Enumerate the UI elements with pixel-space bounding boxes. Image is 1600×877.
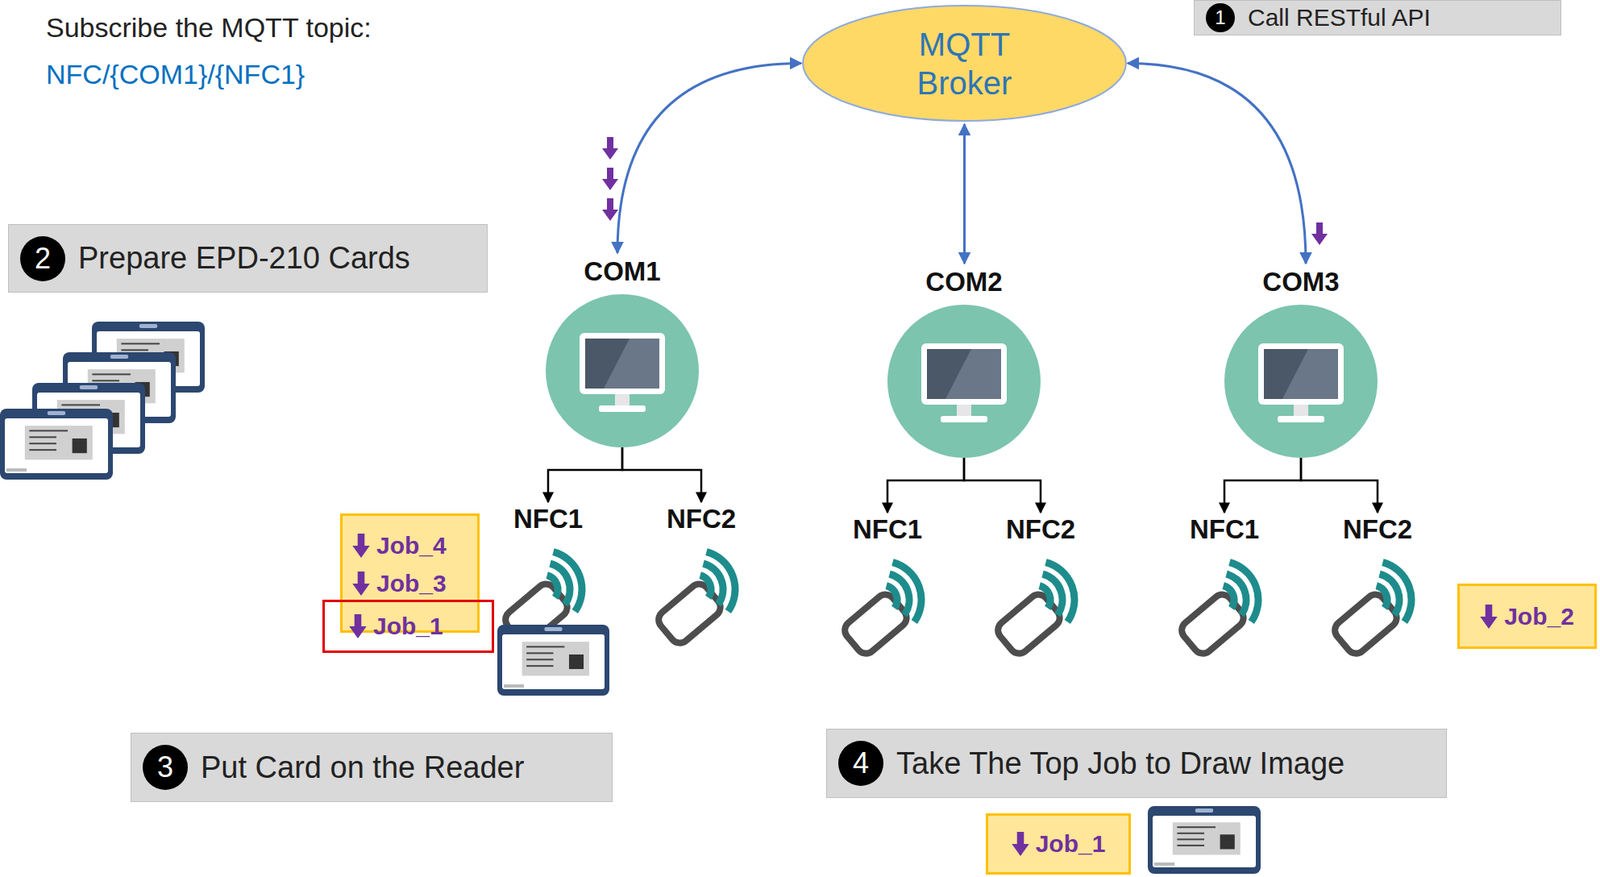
down-arrow-icon	[349, 614, 367, 639]
down-arrow-shape	[352, 533, 370, 558]
step-node: 2 Prepare EPD-210 Cards	[8, 224, 488, 293]
down-arrow-shape	[1011, 831, 1029, 857]
connector	[617, 63, 802, 254]
jobbox-node: Job_1	[985, 813, 1131, 875]
job-label: Job_2	[1504, 602, 1575, 631]
topic-note: NFC/{COM1}/{NFC1}	[45, 58, 305, 92]
nfc-reader-icon	[984, 546, 1098, 660]
reader-label: NFC2	[1342, 514, 1413, 545]
step-node: 3 Put Card on the Reader	[130, 732, 613, 803]
connector	[548, 447, 623, 503]
job-row: Job_2	[1479, 601, 1575, 632]
job-row: Job_1	[1011, 829, 1106, 860]
epd-card	[1147, 806, 1261, 874]
job-label: Job_1	[1035, 830, 1106, 858]
job-label: Job_3	[376, 569, 447, 598]
nfc-reader-icon	[1321, 546, 1434, 660]
com-node: COM3	[1212, 266, 1390, 458]
connector	[1127, 63, 1306, 265]
reader-label: NFC1	[1189, 514, 1260, 545]
ellipse-shape	[802, 5, 1127, 121]
nfc-reader-icon	[1167, 546, 1281, 660]
reader-label: NFC2	[666, 503, 736, 535]
nfc-node: NFC1	[491, 503, 605, 649]
message-arrow	[1311, 222, 1328, 246]
down-arrow-icon	[1011, 831, 1030, 857]
reader-label: NFC1	[513, 503, 583, 535]
com-node: COM1	[533, 256, 711, 448]
callout-number: 1	[1205, 3, 1235, 33]
down-arrow-shape	[1479, 604, 1497, 629]
down-arrow-icon	[1479, 604, 1498, 629]
computer-icon	[545, 294, 699, 448]
step-label: Take The Top Job to Draw Image	[896, 746, 1345, 782]
nfc-node: NFC1	[1167, 514, 1281, 660]
nfc-node: NFC2	[1321, 514, 1434, 660]
red-node: Job_1	[322, 599, 495, 653]
nfc-reader-icon	[644, 536, 758, 649]
message-arrow	[602, 198, 619, 221]
callout-number: 3	[142, 744, 188, 790]
connector	[1300, 457, 1378, 513]
step-label: Call RESTful API	[1247, 4, 1431, 32]
computer-icon	[1224, 304, 1378, 458]
connector	[887, 457, 965, 513]
step-node: 4 Take The Top Job to Draw Image	[826, 728, 1447, 798]
down-arrow-icon	[352, 571, 370, 596]
step-label: Prepare EPD-210 Cards	[78, 241, 411, 276]
jobbox-node: Job_2	[1457, 583, 1597, 649]
computer-icon	[887, 304, 1041, 458]
connector	[964, 457, 1041, 513]
down-arrow-shape	[349, 614, 366, 639]
computer-label: COM2	[925, 266, 1002, 298]
nfc-node: NFC2	[984, 514, 1098, 660]
reader-label: NFC1	[852, 514, 923, 545]
job-row: Job_3	[352, 568, 478, 599]
broker-ellipse	[801, 4, 1128, 123]
job-row: Job_1	[349, 611, 444, 642]
nfc-node: NFC2	[644, 503, 758, 649]
down-arrow-shape	[352, 571, 370, 596]
computer-label: COM1	[583, 256, 661, 287]
nfc-reader-icon	[831, 546, 944, 660]
job-label: Job_1	[373, 612, 444, 640]
computer-label: COM3	[1262, 266, 1339, 298]
nfc-reader-icon	[491, 536, 605, 649]
queue-node: Job_4Job_3Job_1	[340, 513, 480, 633]
callout-number: 2	[20, 236, 66, 282]
nfc-node: NFC1	[831, 514, 944, 660]
job-row: Job_4	[352, 530, 478, 561]
callout-number: 4	[838, 740, 884, 786]
step-label: Put Card on the Reader	[200, 750, 524, 786]
com-node: COM2	[875, 266, 1053, 458]
connector	[622, 447, 702, 503]
message-arrow	[602, 137, 619, 160]
connector	[1224, 457, 1301, 513]
job-label: Job_4	[376, 531, 447, 560]
topic-note: Subscribe the MQTT topic:	[45, 11, 372, 45]
epd-card	[0, 408, 113, 480]
reader-label: NFC2	[1005, 514, 1076, 545]
connector	[963, 124, 966, 264]
step-node: 1 Call RESTful API	[1193, 0, 1562, 36]
message-arrow	[602, 167, 619, 191]
broker-label: MQTT Broker	[896, 24, 1034, 103]
broker-node: MQTT Broker	[801, 4, 1128, 123]
down-arrow-icon	[352, 533, 370, 558]
epd-card	[497, 624, 610, 696]
